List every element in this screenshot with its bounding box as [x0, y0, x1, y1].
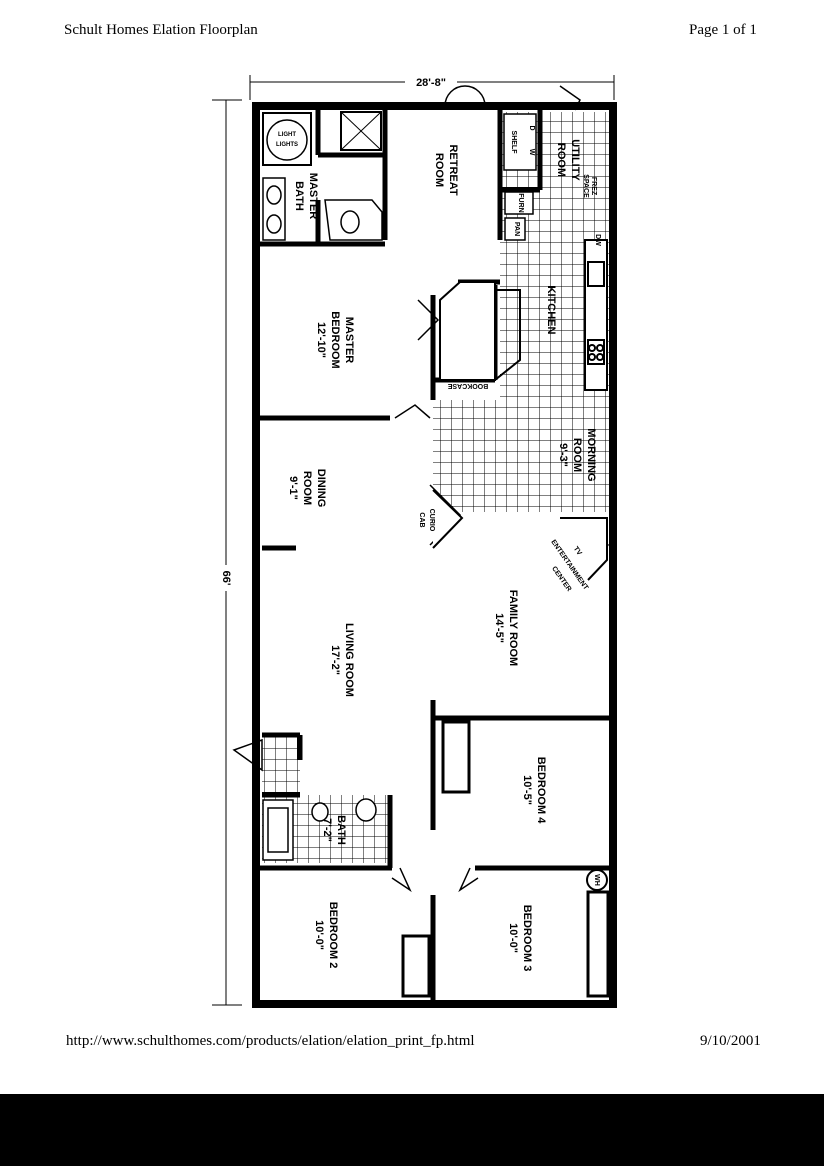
page-number: Page 1 of 1 — [689, 22, 757, 38]
furnace-label: FURN — [517, 193, 524, 212]
kitchen-island — [439, 281, 521, 381]
print-date: 9/10/2001 — [700, 1033, 761, 1049]
svg-text:7'-2": 7'-2" — [321, 818, 333, 842]
entertainment-label: TV — [572, 545, 583, 557]
master-bath-label: MASTER BATH — [293, 173, 319, 220]
svg-text:BEDROOM 3: BEDROOM 3 — [521, 905, 533, 972]
svg-text:ROOM: ROOM — [555, 143, 567, 177]
room-labels: RETREAT ROOM UTILITY ROOM MASTER BATH MA… — [287, 139, 597, 971]
exterior-wall — [252, 102, 617, 1008]
svg-text:ROOM: ROOM — [571, 438, 583, 472]
dimension-width: 28'-8" — [249, 74, 615, 100]
dishwasher-label: DW — [594, 234, 601, 246]
bath-label: BATH 7'-2" — [321, 815, 347, 845]
utility-fixtures — [503, 113, 537, 241]
svg-text:MORNING: MORNING — [585, 428, 597, 481]
morning-room-label: MORNING ROOM 9'-3" — [557, 428, 597, 481]
source-url[interactable]: http://www.schulthomes.com/products/elat… — [66, 1033, 475, 1049]
kitchen-counter — [584, 239, 608, 391]
bath-fixtures — [262, 798, 377, 861]
document-title: Schult Homes Elation Floorplan — [64, 22, 258, 38]
svg-text:RETREAT: RETREAT — [447, 144, 459, 195]
entertainment-center — [560, 517, 608, 581]
pantry-label: PAN — [513, 222, 520, 236]
master-tub: LIGHT LIGHTS — [262, 112, 312, 166]
dimension-length: 66' — [212, 99, 242, 1006]
floorplan: 28'-8" 66' — [212, 74, 617, 1008]
bedroom-2-label: BEDROOM 2 10'-0" — [313, 902, 339, 969]
svg-text:BATH: BATH — [293, 181, 305, 211]
svg-text:CAB: CAB — [418, 512, 425, 527]
svg-text:BEDROOM 4: BEDROOM 4 — [535, 757, 547, 825]
svg-text:10'-0": 10'-0" — [313, 920, 325, 950]
kitchen-label: KITCHEN — [545, 286, 557, 335]
svg-text:BATH: BATH — [335, 815, 347, 845]
dining-room-label: DINING ROOM 9'-1" — [287, 469, 327, 508]
svg-text:14'-5": 14'-5" — [493, 613, 505, 643]
svg-text:FAMILY ROOM: FAMILY ROOM — [507, 590, 519, 666]
retreat-room-label: RETREAT ROOM — [433, 144, 459, 195]
bottom-black-bar — [0, 1094, 824, 1166]
length-label: 66' — [220, 571, 232, 586]
utility-room-label: UTILITY ROOM — [555, 139, 581, 181]
svg-text:MASTER: MASTER — [307, 173, 319, 220]
svg-text:ROOM: ROOM — [301, 471, 313, 505]
svg-text:SPACE: SPACE — [582, 174, 589, 198]
washer-label: W — [528, 149, 535, 156]
svg-text:10'-0": 10'-0" — [507, 923, 519, 953]
svg-text:9'-1": 9'-1" — [287, 476, 299, 500]
master-sinks — [262, 177, 286, 241]
curio-label: CURIO — [428, 509, 435, 532]
svg-text:BEDROOM 2: BEDROOM 2 — [327, 902, 339, 969]
living-room-label: LIVING ROOM 17'-2" — [329, 623, 355, 697]
svg-text:9'-3": 9'-3" — [557, 443, 569, 467]
family-room-label: FAMILY ROOM 14'-5" — [493, 590, 519, 666]
svg-text:UTILITY: UTILITY — [569, 139, 581, 181]
svg-text:KITCHEN: KITCHEN — [545, 286, 557, 335]
svg-text:17'-2": 17'-2" — [329, 645, 341, 675]
master-toilet — [324, 199, 383, 241]
width-label: 28'-8" — [416, 77, 446, 89]
water-heater — [586, 869, 608, 891]
svg-text:12'-10": 12'-10" — [315, 322, 327, 358]
svg-text:10'-5": 10'-5" — [521, 775, 533, 805]
shelf-label: SHELF — [510, 131, 517, 155]
dryer-label: D — [528, 125, 535, 130]
svg-text:BEDROOM: BEDROOM — [329, 311, 341, 368]
curio-cabinet — [432, 489, 464, 549]
svg-text:ROOM: ROOM — [433, 153, 445, 187]
tile-floor — [262, 112, 610, 863]
svg-text:MASTER: MASTER — [343, 317, 355, 364]
svg-text:LIVING ROOM: LIVING ROOM — [343, 623, 355, 697]
bookcase-label: BOOKCASE — [447, 382, 488, 389]
closets — [340, 111, 610, 998]
svg-text:DINING: DINING — [315, 469, 327, 508]
svg-text:LIGHTS: LIGHTS — [276, 142, 298, 148]
bedroom-4-label: BEDROOM 4 10'-5" — [521, 757, 547, 825]
tub-lights-label: LIGHT — [278, 132, 296, 138]
freeze-space-label: FREZ — [590, 177, 597, 196]
water-heater-label: WH — [593, 874, 600, 886]
interior-walls — [260, 110, 612, 1002]
master-bedroom-label: MASTER BEDROOM 12'-10" — [315, 311, 355, 368]
bedroom-3-label: BEDROOM 3 10'-0" — [507, 905, 533, 972]
